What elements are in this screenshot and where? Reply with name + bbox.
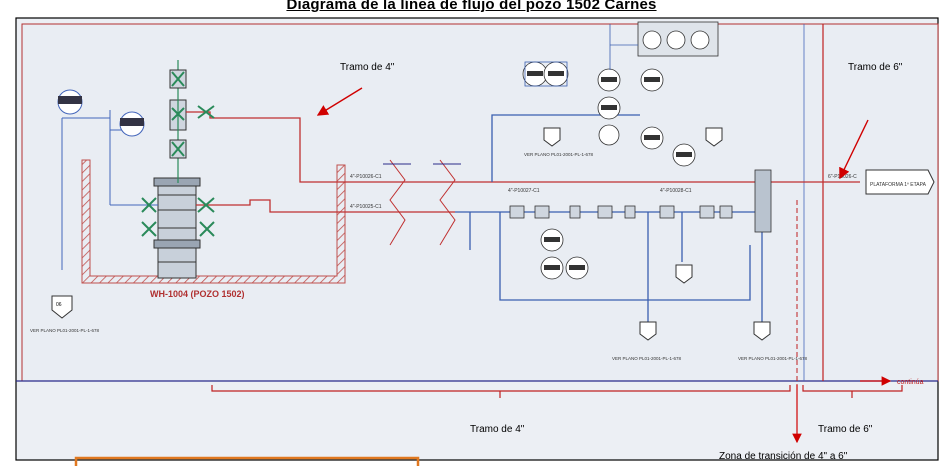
label-transition: Zona de transición de 4" a 6" (719, 451, 848, 462)
highlight-box (74, 456, 420, 466)
pipe-tag-right: 6"-P10026-C (828, 174, 857, 180)
control-panel (524, 21, 719, 87)
arrow-tramo4-top (316, 87, 363, 116)
process-line-main (455, 114, 763, 330)
label-tramo6-bottom: Tramo de 6" (818, 424, 873, 435)
inline-components (509, 169, 772, 233)
offpage-ref-small (675, 127, 723, 284)
svg-text:06: 06 (56, 302, 62, 308)
svg-text:VER PLANO PL01-2001-PL-1-678: VER PLANO PL01-2001-PL-1-678 (30, 328, 100, 333)
diagram-title: Diagrama de la línea de flujo del pozo 1… (286, 0, 657, 13)
label-tramo6-top: Tramo de 6" (848, 62, 903, 73)
wellhead-tree (153, 60, 201, 279)
left-offpage-ref: 06 VER PLANO PL01-2001-PL-1-678 (30, 295, 100, 333)
arrow-tramo6-top (839, 119, 869, 180)
offpage-ref-right: VER PLANO PL01-2001-PL-1-678 (738, 321, 808, 361)
brace-tramo4 (211, 385, 791, 398)
spool-breaks (383, 159, 461, 246)
offpage-ref-top: VER PLANO PL01-2001-PL-1-678 (524, 127, 594, 157)
wellhead-label: WH-1004 (POZO 1502) (150, 289, 245, 299)
pipe-tag-top: 4"-P10026-C1 (350, 174, 382, 180)
svg-text:VER PLANO PL01-2001-PL-1-678: VER PLANO PL01-2001-PL-1-678 (524, 152, 594, 157)
well-pit (81, 159, 346, 284)
tee-valves (141, 105, 215, 237)
label-tramo4-top: Tramo de 4" (340, 62, 395, 73)
destination-box: PLATAFORMA 1º ETAPA (865, 169, 935, 195)
svg-text:VER PLANO PL01-2001-PL-1-678: VER PLANO PL01-2001-PL-1-678 (612, 356, 682, 361)
left-instrument-branch (57, 89, 158, 270)
pipe-tag-right2: 4"-P10028-C1 (660, 188, 692, 194)
pipe-tag-mid: 4"-P10025-C1 (350, 204, 382, 210)
label-tramo4-bottom: Tramo de 4" (470, 424, 525, 435)
brace-tramo6 (802, 385, 903, 398)
instrument-labels (527, 71, 692, 270)
pipe-tag-branch: 4"-P10027-C1 (508, 188, 540, 194)
svg-text:VER PLANO PL01-2001-PL-1-678: VER PLANO PL01-2001-PL-1-678 (738, 356, 808, 361)
offpage-ref-mid: VER PLANO PL01-2001-PL-1-678 (612, 321, 682, 361)
svg-text:PLATAFORMA 1º ETAPA: PLATAFORMA 1º ETAPA (870, 182, 927, 188)
label-continues: continúa (897, 379, 924, 386)
